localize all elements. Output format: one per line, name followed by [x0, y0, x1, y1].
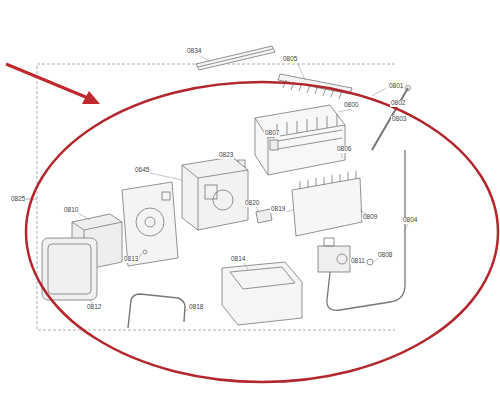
- ice-mold: [255, 105, 345, 175]
- callout-number: 0834: [186, 48, 202, 55]
- rail-part: [196, 46, 275, 70]
- callout-number: 0645: [134, 167, 150, 174]
- assembly-frame: [37, 64, 395, 330]
- water-valve: [318, 238, 350, 272]
- callout-number: 0800: [343, 102, 359, 109]
- wire-arm: [128, 294, 185, 328]
- callout-number: 0808: [377, 252, 393, 259]
- callout-number: 0820: [244, 200, 260, 207]
- callout-number: 0814: [230, 256, 246, 263]
- callout-number: 0803: [391, 116, 407, 123]
- control-plate: [122, 182, 178, 266]
- water-line: [327, 150, 405, 310]
- ice-tray: [222, 262, 302, 325]
- callout-number: 0807: [264, 130, 280, 137]
- callout-number: 0810: [63, 207, 79, 214]
- callout-number: 0819: [270, 206, 286, 213]
- callout-number: 0804: [402, 217, 418, 224]
- callout-number: 0812: [86, 304, 102, 311]
- screw: [367, 259, 373, 265]
- heater-part: [292, 171, 362, 236]
- callout-number: 0813: [123, 256, 139, 263]
- fill-tube: [372, 86, 411, 151]
- front-cover: [42, 238, 97, 300]
- callout-number: 0806: [336, 146, 352, 153]
- small-part: [270, 140, 278, 150]
- callout-number: 0823: [218, 152, 234, 159]
- motor-housing: [182, 157, 248, 230]
- callout-number: 0802: [390, 100, 406, 107]
- callout-number: 0809: [362, 214, 378, 221]
- callout-number: 0805: [282, 56, 298, 63]
- callout-number: 0811: [350, 258, 366, 265]
- callout-number: 0825: [10, 196, 26, 203]
- highlight-ellipse: [26, 82, 498, 382]
- callout-number: 0818: [188, 304, 204, 311]
- highlight-arrow: [6, 64, 100, 104]
- callout-number: 0801: [388, 83, 404, 90]
